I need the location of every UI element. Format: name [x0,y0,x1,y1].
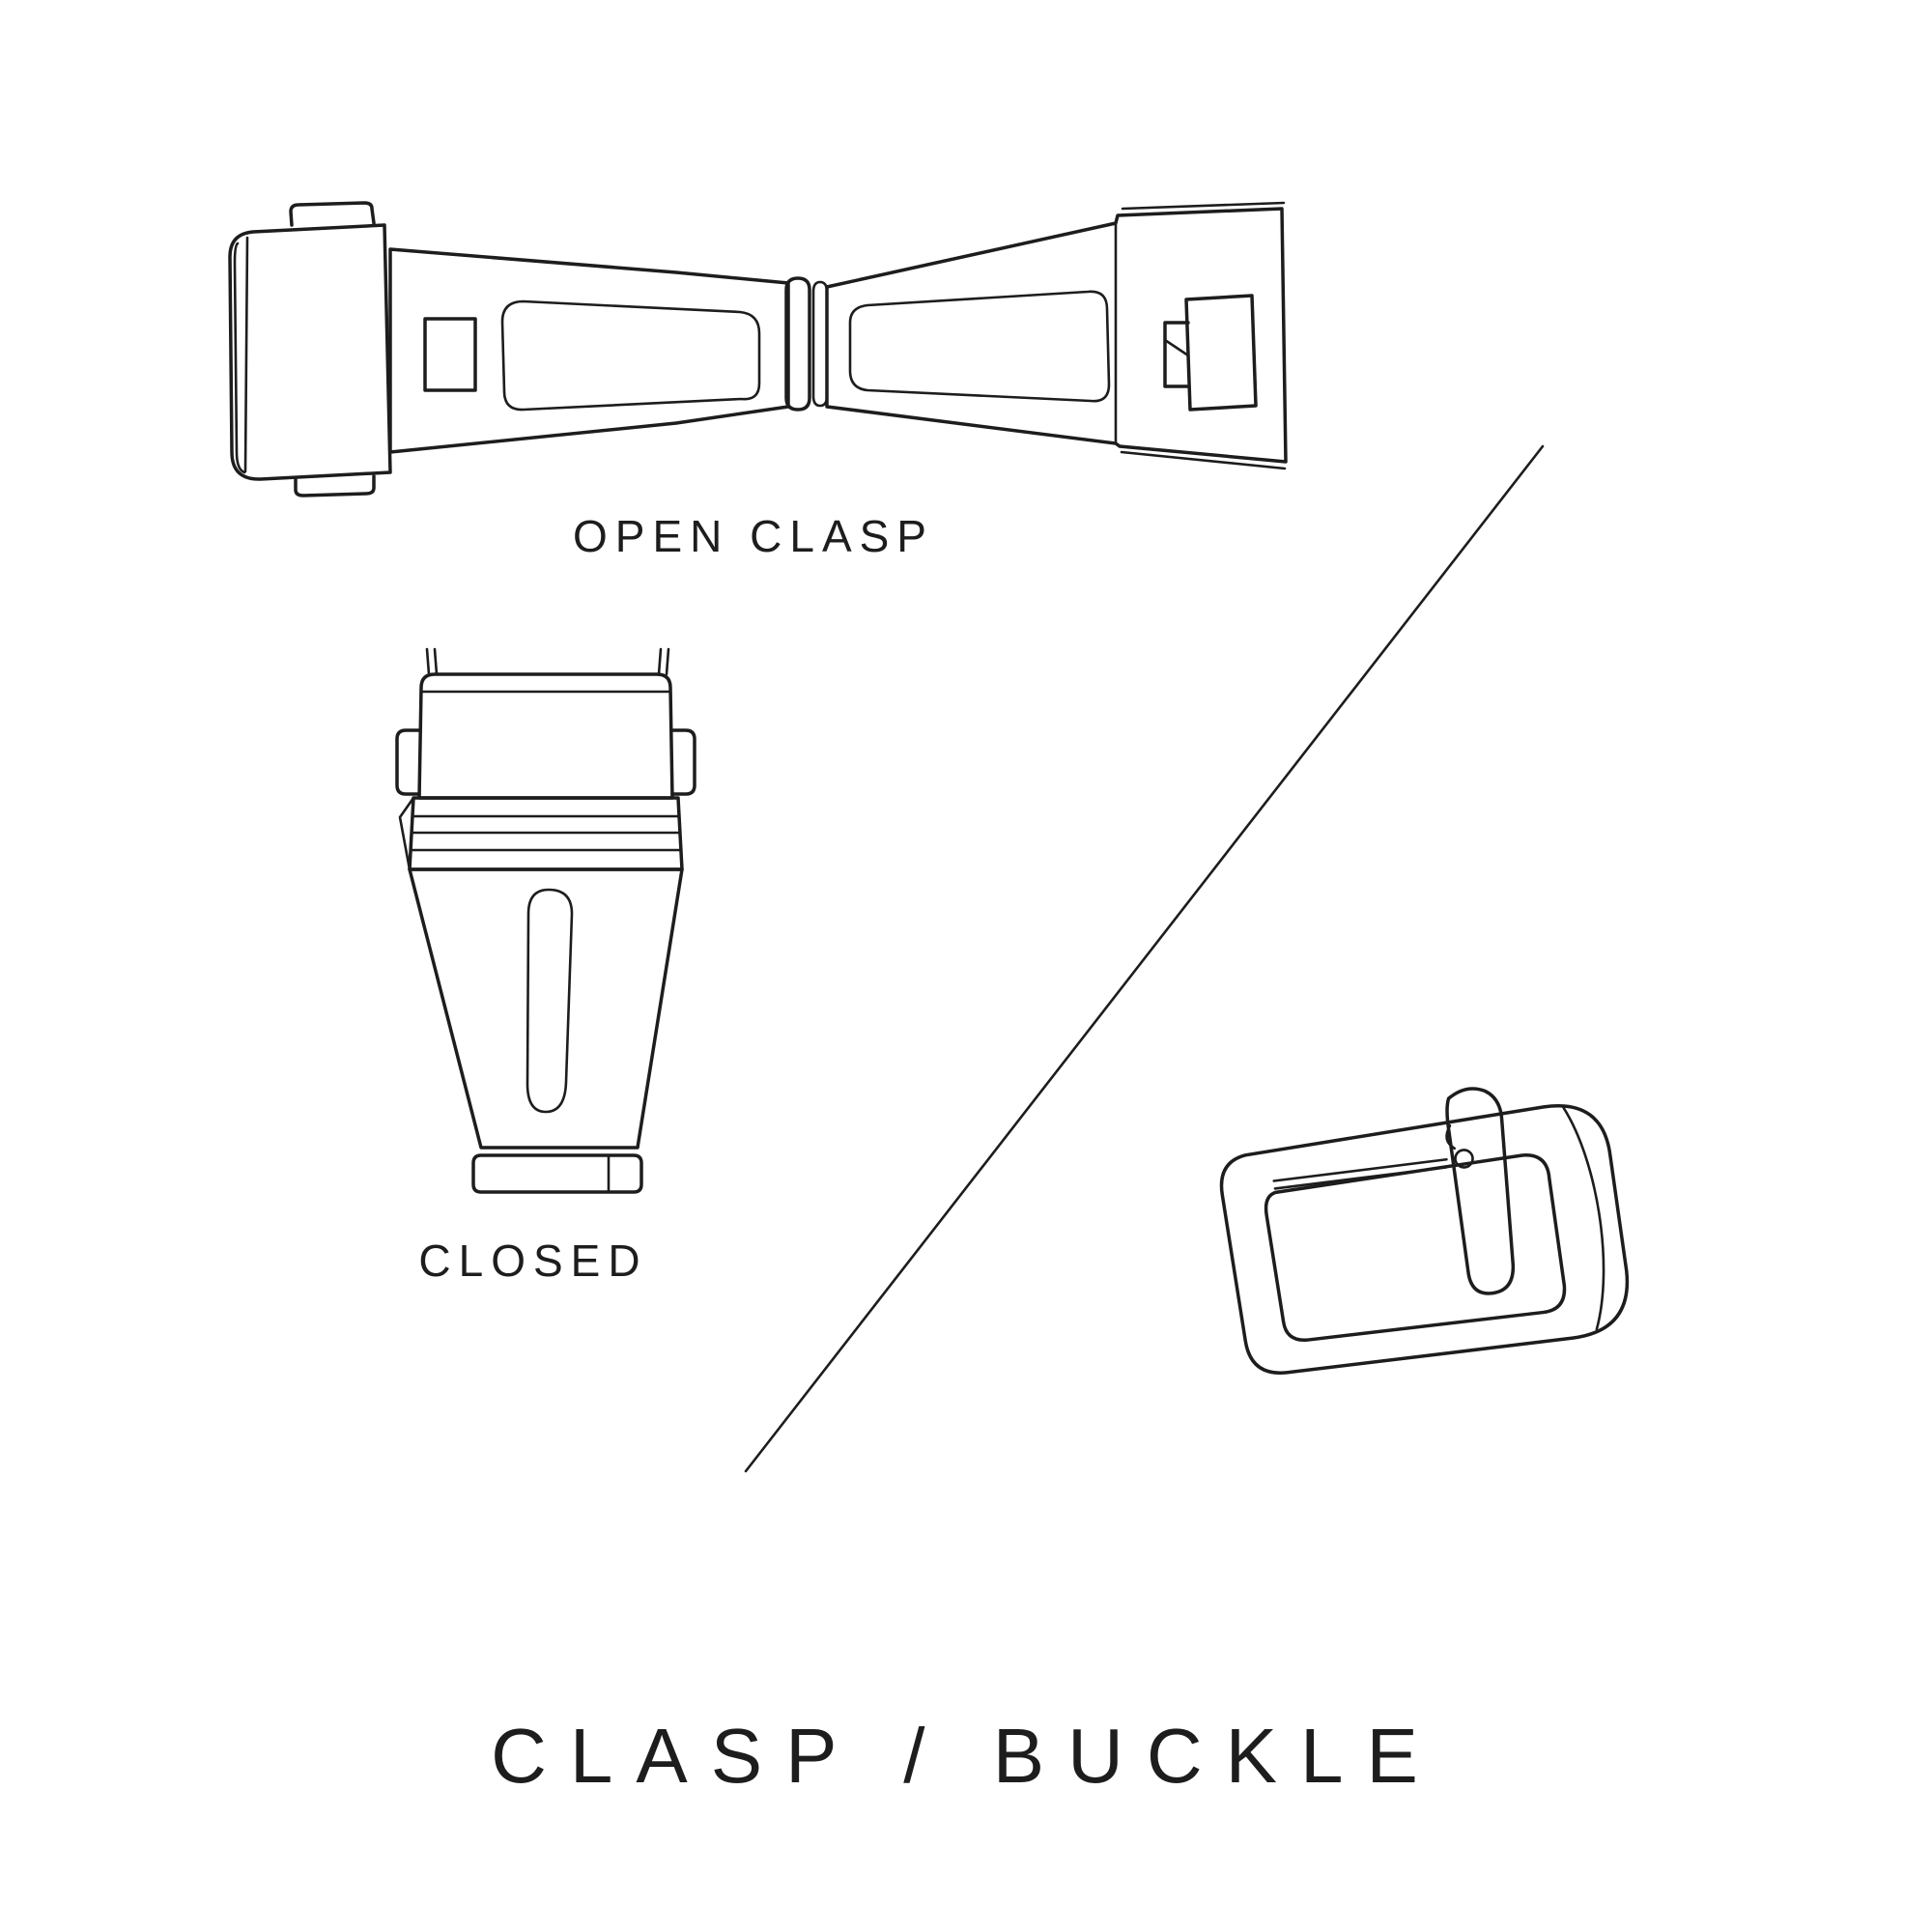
diagonal-divider-line [744,444,1545,1473]
page-title: CLASP / BUCKLE [491,1713,1441,1799]
open-clasp-illustration [228,201,1288,497]
open-clasp-label: OPEN CLASP [573,511,934,561]
closed-clasp-illustration [395,647,696,1194]
tang-buckle-illustration [1219,1087,1630,1375]
closed-clasp-label: CLOSED [418,1236,648,1286]
